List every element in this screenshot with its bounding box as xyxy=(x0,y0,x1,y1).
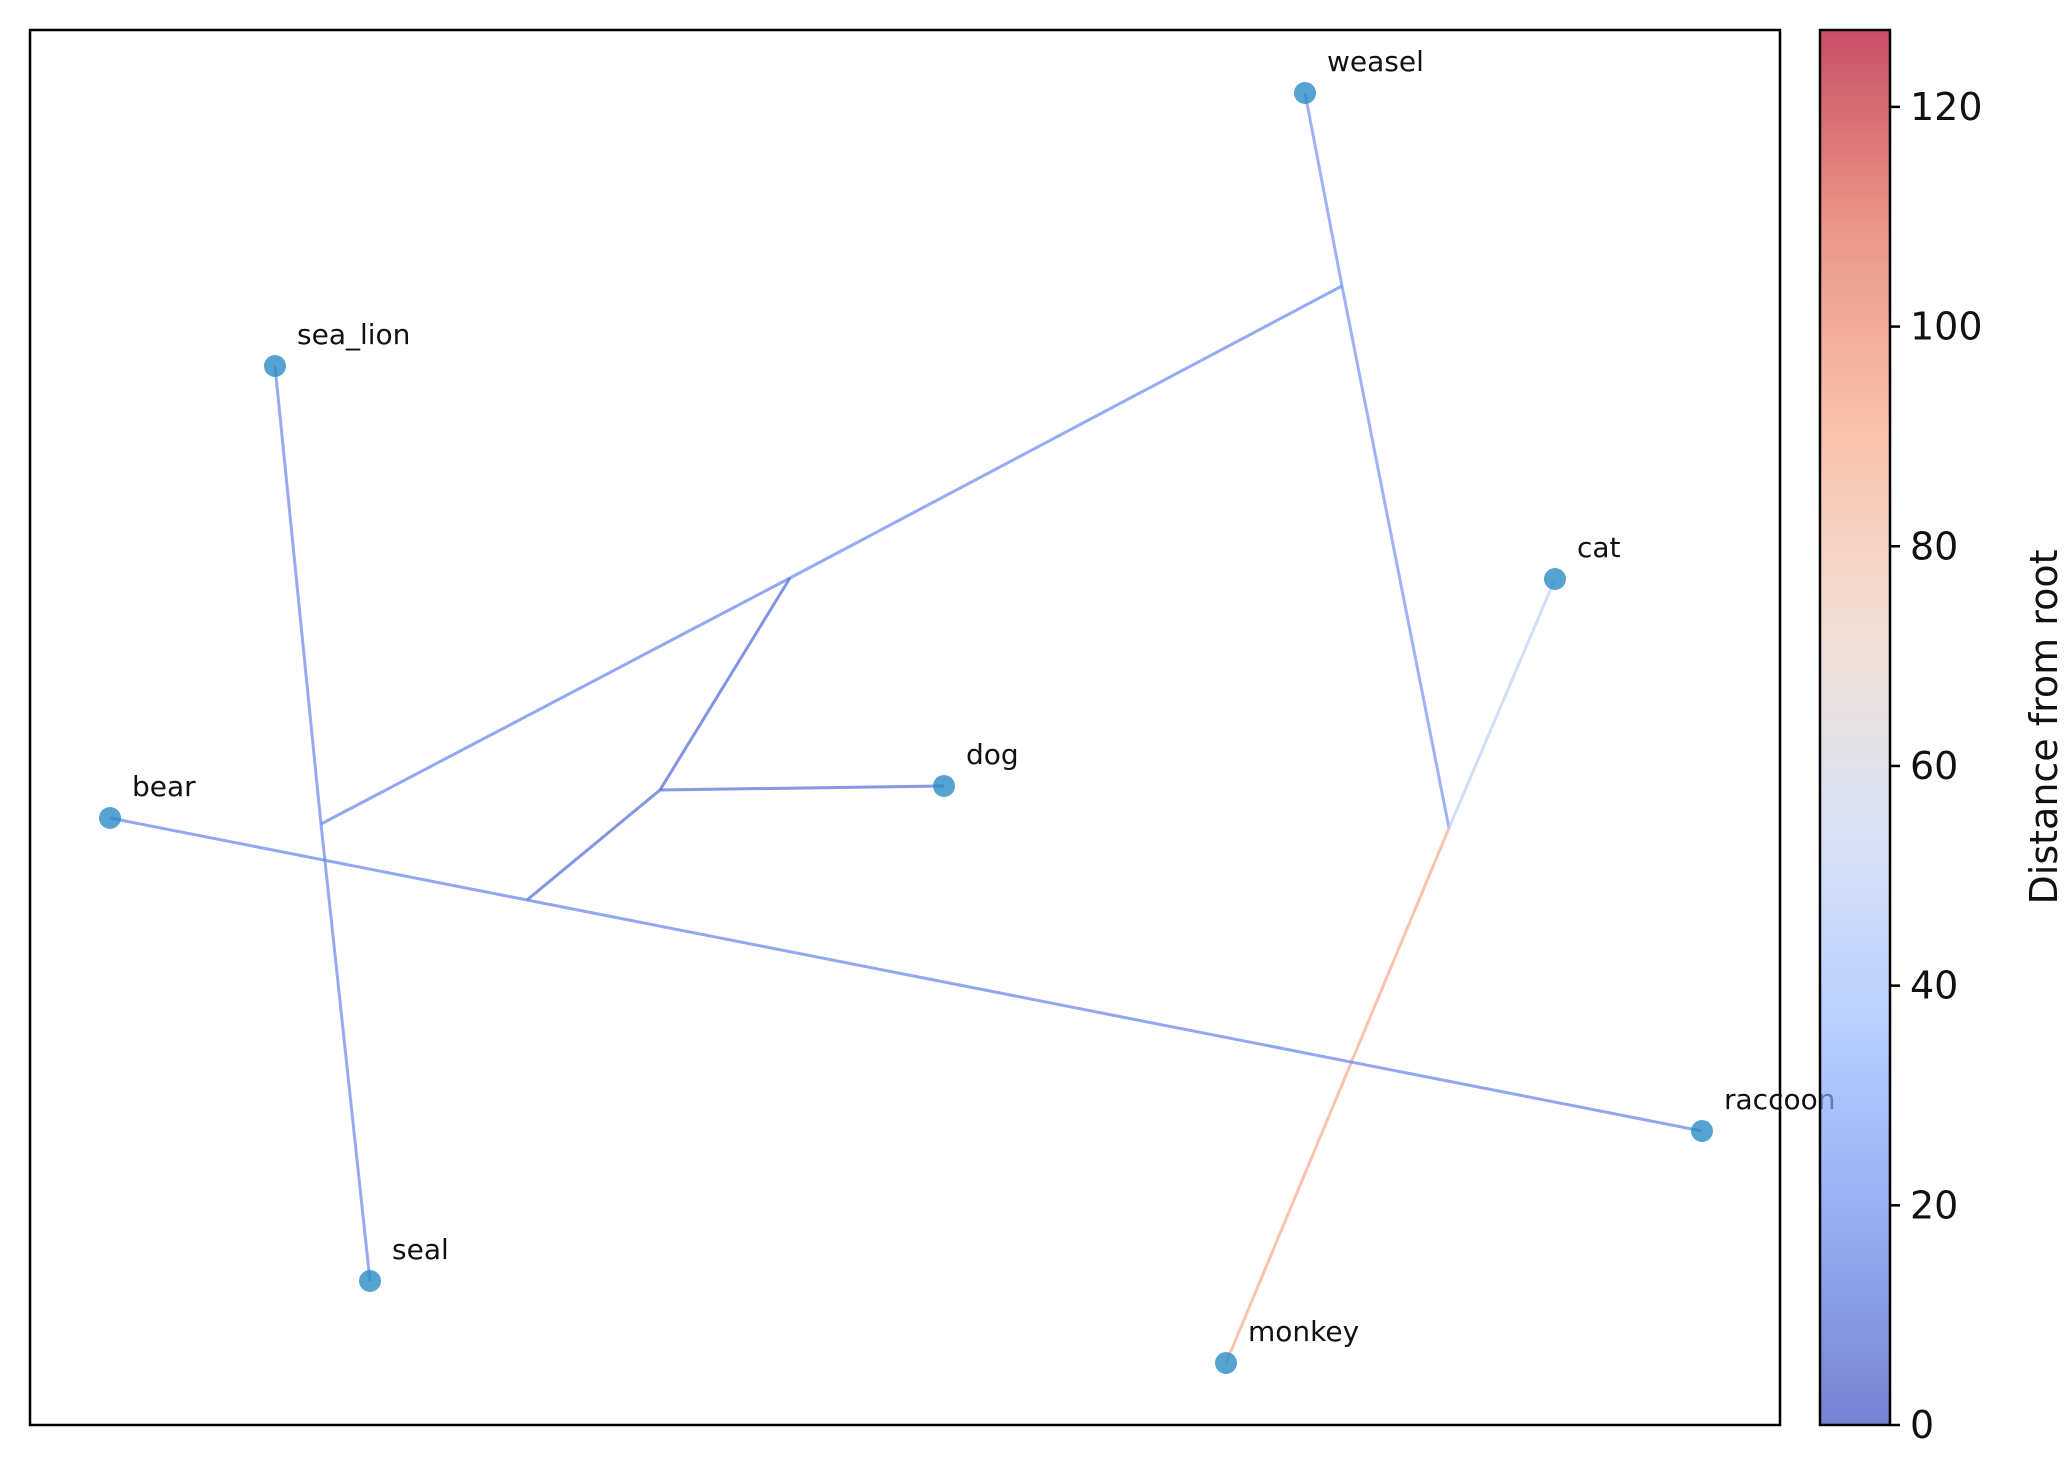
tree-edge xyxy=(526,788,661,902)
leaf-label: raccoon xyxy=(1724,1083,1835,1116)
plot-frame xyxy=(28,28,1782,1427)
tree-edge xyxy=(789,284,1343,580)
tree-edge xyxy=(1224,827,1451,1364)
colorbar-tick-label: 20 xyxy=(1910,1183,1958,1227)
leaf-label: weasel xyxy=(1327,45,1424,78)
colorbar: 0 20 40 60 80 100 120 Distance from root xyxy=(1818,28,2066,1447)
leaf-node xyxy=(1294,82,1316,104)
colorbar-gradient xyxy=(1820,30,1890,1425)
leaf-label: sea_lion xyxy=(297,318,410,351)
leaf-node xyxy=(1691,1120,1713,1142)
leaf-label: cat xyxy=(1577,531,1621,564)
colorbar-tick-label: 40 xyxy=(1910,964,1958,1008)
tree-edge xyxy=(320,576,791,826)
colorbar-ticks: 0 20 40 60 80 100 120 xyxy=(1890,85,1983,1447)
tree-edge xyxy=(1447,578,1557,829)
colorbar-tick-label: 120 xyxy=(1910,85,1983,129)
leaf-node xyxy=(1544,568,1566,590)
colorbar-frame xyxy=(1818,28,1892,1427)
leaf-label: dog xyxy=(966,738,1019,771)
leaf-label: monkey xyxy=(1248,1315,1359,1348)
leaf-node xyxy=(933,775,955,797)
leaf-label: seal xyxy=(392,1233,449,1266)
colorbar-label: Distance from root xyxy=(2022,550,2066,905)
tree-leaves xyxy=(99,82,1713,1374)
colorbar-tick-label: 80 xyxy=(1910,524,1958,568)
tree-edge xyxy=(273,365,323,825)
leaf-node xyxy=(264,355,286,377)
colorbar-tick-label: 100 xyxy=(1910,305,1983,349)
leaf-label: bear xyxy=(132,770,196,803)
leaf-node xyxy=(1215,1352,1237,1374)
leaf-node xyxy=(99,807,121,829)
tree-edge xyxy=(319,823,372,1282)
tree-edges xyxy=(109,92,1703,1364)
tree-edge xyxy=(659,784,945,792)
tree-edge xyxy=(526,898,1703,1133)
tree-edge xyxy=(658,577,792,791)
colorbar-tick-label: 60 xyxy=(1910,744,1958,788)
tree-edge xyxy=(1303,92,1344,287)
colorbar-tick-label: 0 xyxy=(1910,1403,1934,1447)
leaf-node xyxy=(359,1270,381,1292)
tree-edge xyxy=(1340,285,1451,829)
tree-edge xyxy=(109,816,528,902)
